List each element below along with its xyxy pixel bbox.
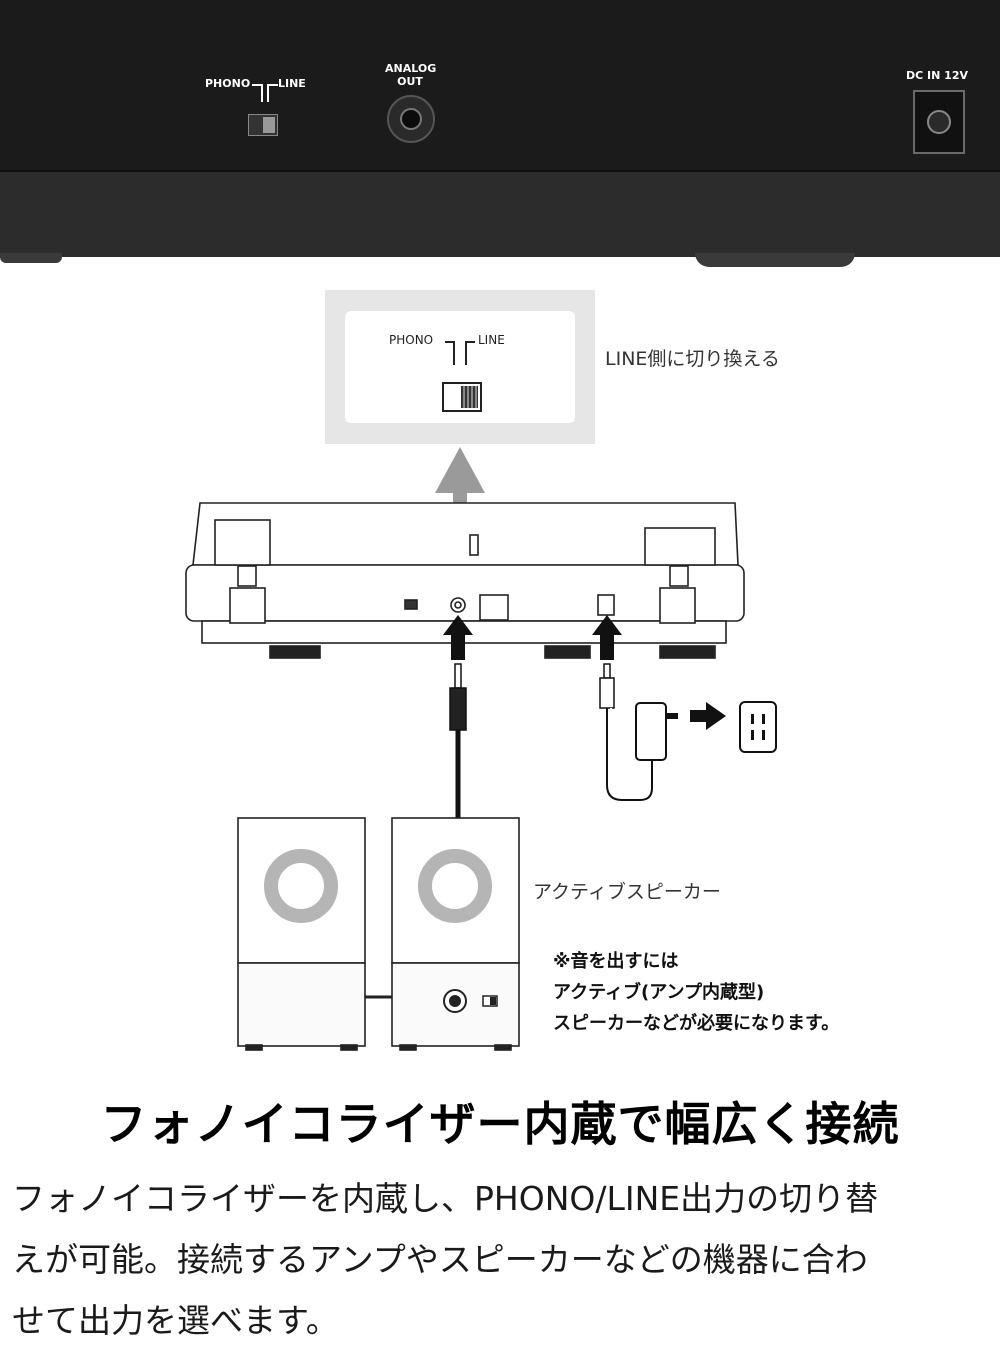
inset-switch[interactable] <box>442 382 482 412</box>
inset-switch-knob <box>461 386 478 408</box>
body-line: えが可能。接続するアンプやスピーカーなどの機器に合わ <box>12 1240 868 1279</box>
body-line: せて出力を選べます。 <box>12 1301 339 1340</box>
inset-caption: LINE側に切り換える <box>605 348 780 370</box>
speaker-note-line-2: アクティブ(アンプ内蔵型) <box>553 982 765 1003</box>
panel-dc-in-label: DC IN 12V <box>906 69 968 82</box>
speaker-note-line-1: ※音を出すには <box>553 951 679 972</box>
panel-line-label: LINE <box>278 77 306 90</box>
black-arrow-dc <box>592 615 622 660</box>
analog-out-jack[interactable] <box>387 95 435 143</box>
dc-in-jack[interactable] <box>913 90 965 154</box>
wall-outlet <box>739 701 777 753</box>
gray-arrow-head <box>435 447 485 493</box>
panel-phono-line-switch[interactable] <box>248 114 278 136</box>
rubber-foot <box>0 253 62 263</box>
ac-adapter <box>635 702 667 761</box>
speaker-left <box>237 817 366 1051</box>
turntable <box>185 502 745 659</box>
switch-knob <box>263 117 275 133</box>
panel-analog-out-label-2: OUT <box>397 75 423 88</box>
audio-plug <box>449 663 467 731</box>
inset-bracket <box>465 341 475 365</box>
inset-line-label: LINE <box>478 333 505 347</box>
ac-adapter-prong <box>666 713 678 719</box>
black-arrow-analog <box>443 615 473 660</box>
body-line: フォノイコライザーを内蔵し、PHONO/LINE出力の切り替 <box>12 1179 879 1218</box>
speaker-left-driver <box>264 849 338 923</box>
connection-diagram <box>185 447 777 1051</box>
speaker-note-line-3: スピーカーなどが必要になります。 <box>553 1013 840 1034</box>
inset-bracket <box>445 341 455 365</box>
panel-phono-line-bracket <box>267 84 278 102</box>
power-cable-inner <box>610 708 649 796</box>
rubber-foot <box>695 253 855 267</box>
speaker-right-driver <box>418 849 492 923</box>
section-body: フォノイコライザーを内蔵し、PHONO/LINE出力の切り替 えが可能。接続する… <box>12 1168 992 1351</box>
adapter-arrow <box>690 702 726 730</box>
speaker-caption: アクティブスピーカー <box>533 881 721 903</box>
panel-phono-line-bracket <box>252 84 263 102</box>
panel-analog-out-label-1: ANALOG <box>385 62 437 75</box>
power-plug <box>599 663 615 709</box>
jack-hole <box>400 108 422 130</box>
rear-panel-lower-band <box>0 170 1000 257</box>
inset-phono-label: PHONO <box>389 333 434 347</box>
section-heading: フォノイコライザー内蔵で幅広く接続 <box>100 1097 900 1151</box>
dc-jack-pin <box>927 110 951 134</box>
power-cable <box>606 708 653 801</box>
panel-phono-label: PHONO <box>205 77 251 90</box>
